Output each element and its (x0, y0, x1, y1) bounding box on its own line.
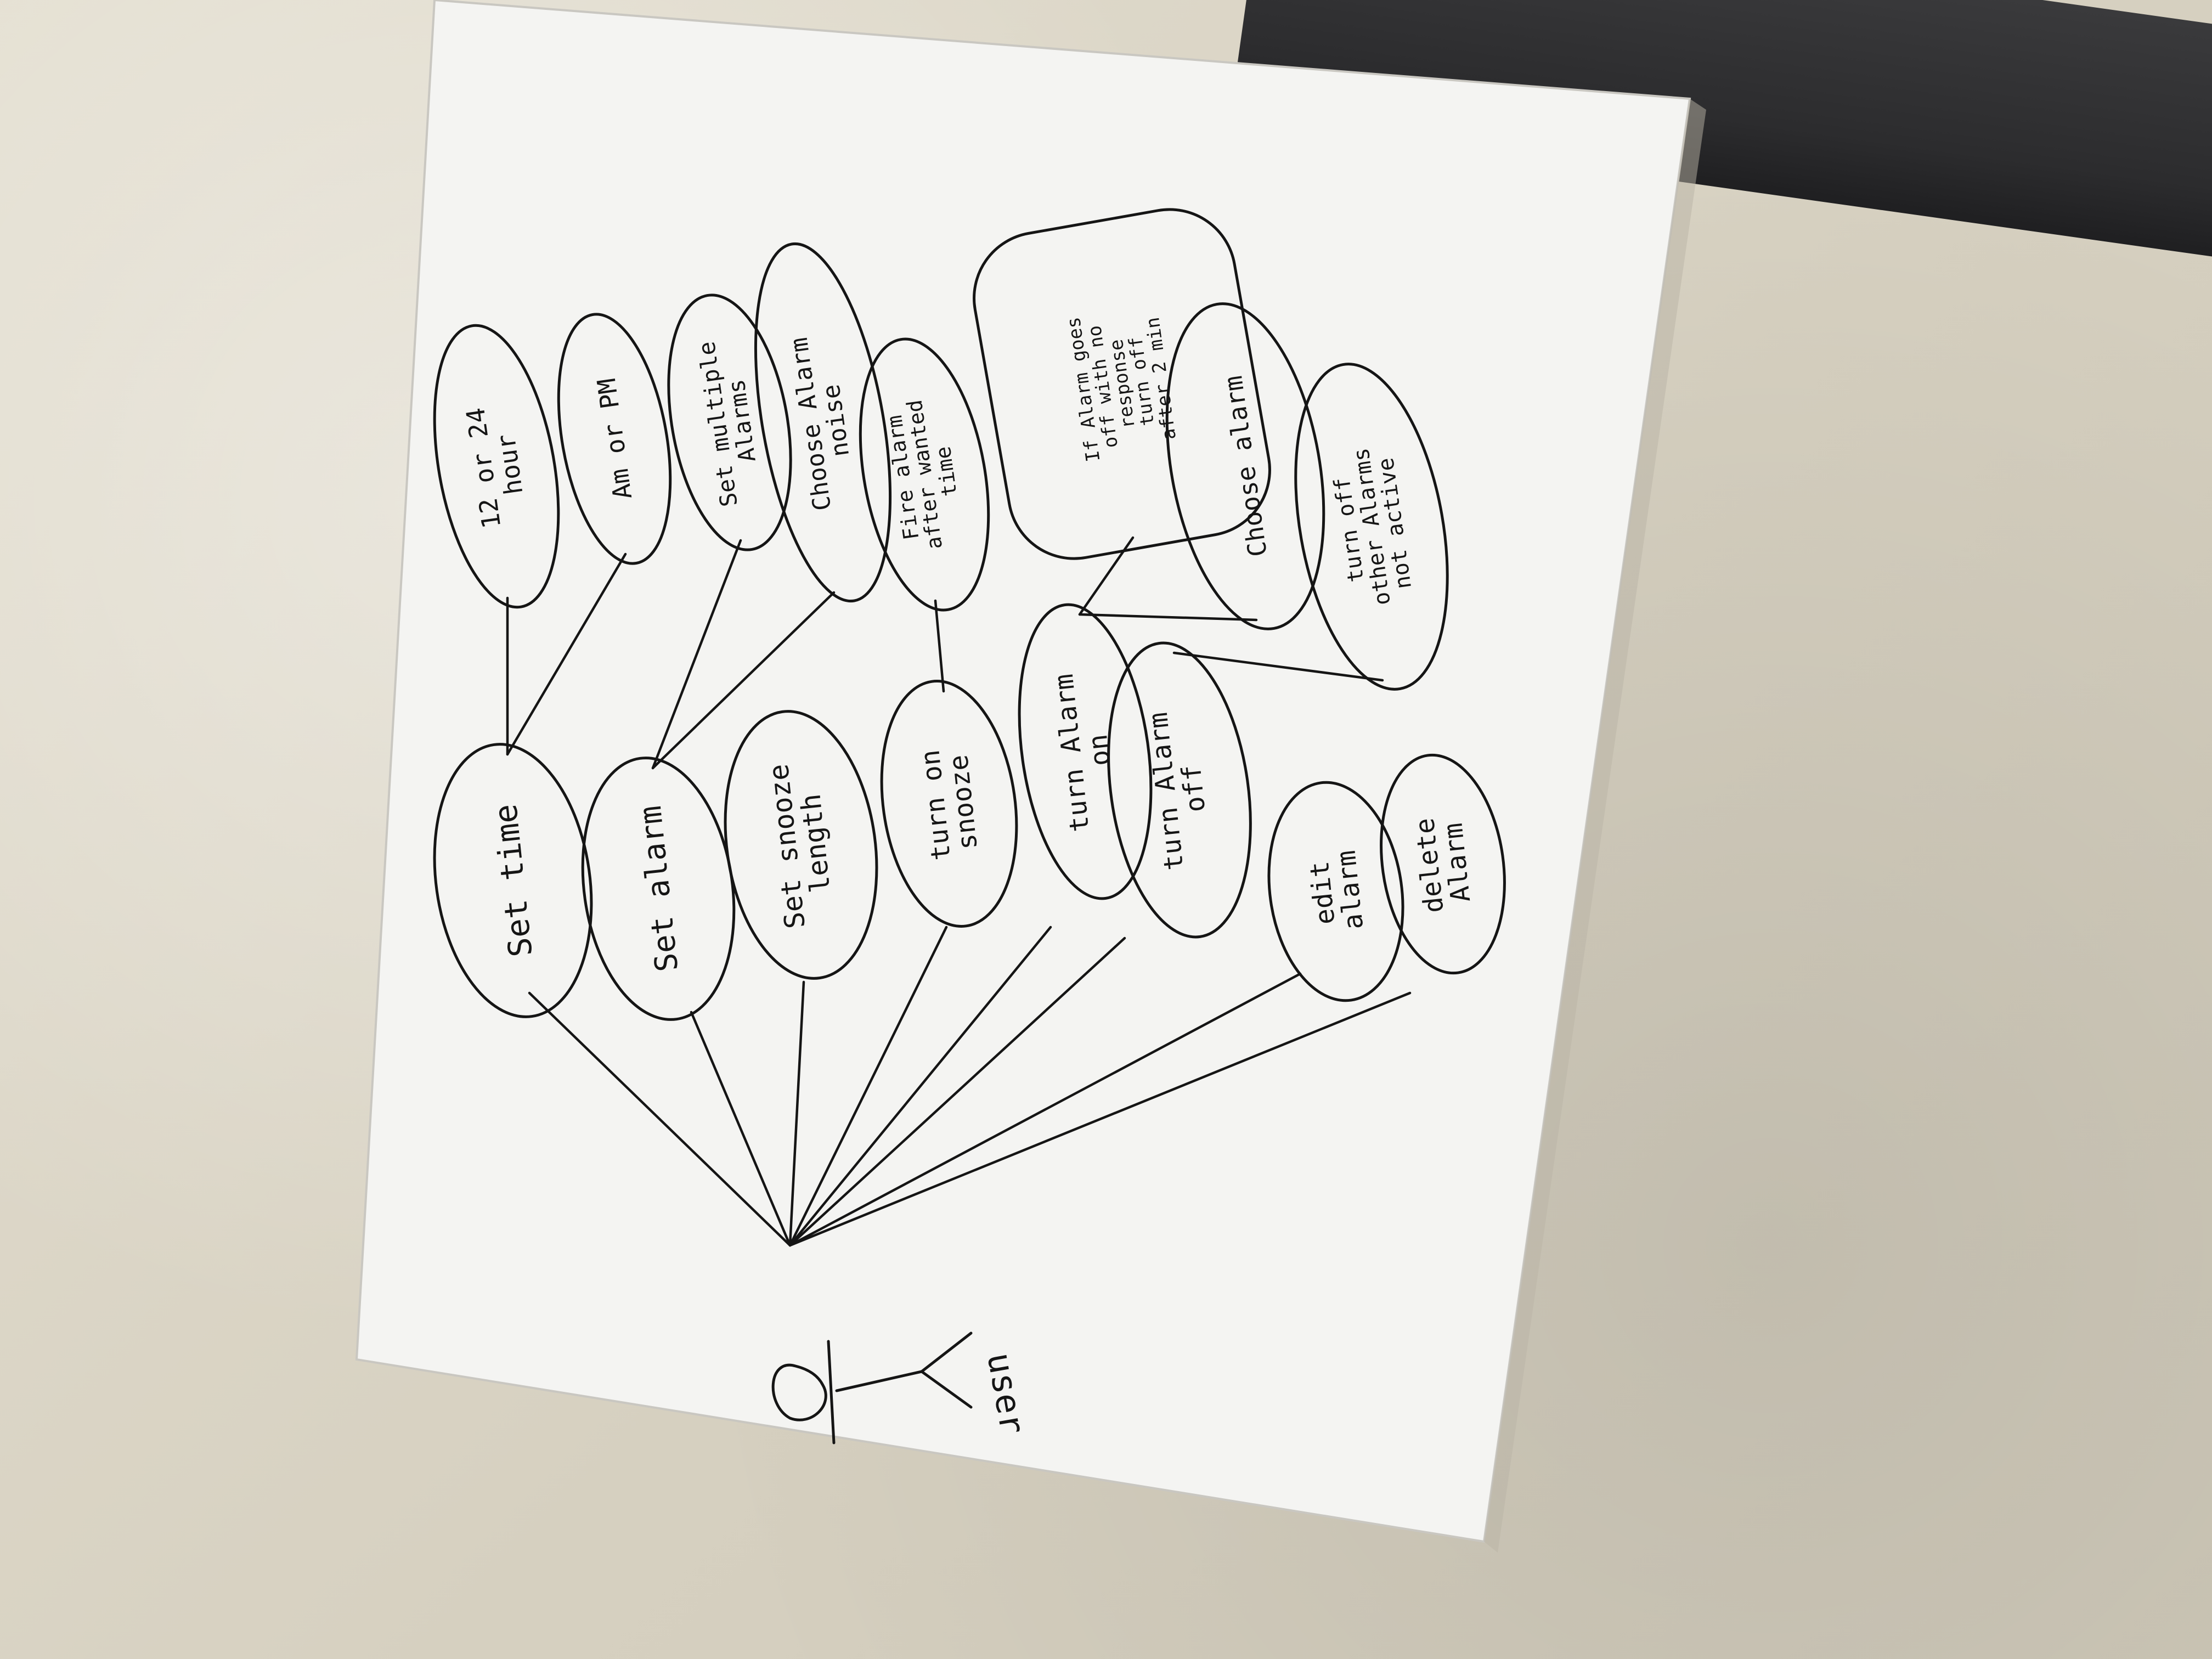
association-set-time (528, 991, 792, 1247)
use-case-delete-alarm-label: deleteAlarm (1409, 814, 1477, 915)
paper-shade (1484, 99, 1706, 1553)
use-case-turn-alarm-on-outline (1018, 603, 1153, 900)
use-case-delete-alarm-outline (1380, 753, 1506, 975)
association-turn-alarm-off (788, 936, 1126, 1247)
extension-choose-alarm-outline (1165, 302, 1325, 630)
extends-am-or-pm (506, 552, 627, 756)
actor-head (771, 1363, 827, 1421)
extension-am-or-pm-outline (557, 313, 672, 565)
association-set-snooze-length (788, 980, 805, 1247)
use-case-set-snooze-length-outline (724, 710, 878, 980)
extension-turn-off-other-alarms-label: turn offother Alarmsnot active (1326, 443, 1419, 610)
use-case-edit-alarm-outline (1267, 781, 1404, 1002)
use-case-set-time-outline (433, 743, 593, 1018)
actor-leg-right (920, 1370, 973, 1409)
association-edit-alarm (788, 972, 1302, 1247)
use-case-turn-on-snooze-label: turn onsnooze (915, 746, 984, 862)
extends-choose-alarm (1078, 613, 1258, 622)
extension-set-multiple-alarms-outline (667, 294, 792, 551)
association-turn-on-snooze (788, 926, 948, 1247)
association-delete-alarm (788, 991, 1412, 1247)
actor-leg-left (920, 1331, 973, 1373)
association-lines (506, 536, 1412, 1247)
use-case-shapes (433, 208, 1506, 1021)
extension-if-alarm-goes-off-outline (973, 208, 1271, 560)
use-case-edit-alarm-label: editalarm (1303, 849, 1369, 934)
association-turn-alarm-on (788, 926, 1052, 1247)
extends-choose-alarm-noise (651, 591, 836, 770)
extension-12-or-24-hour-outline (433, 324, 560, 609)
actor-arms (827, 1340, 836, 1444)
extension-turn-off-other-alarms-outline (1294, 363, 1449, 691)
association-set-alarm (690, 1011, 792, 1247)
use-case-turn-on-snooze-outline (880, 680, 1018, 928)
extends-fire-alarm-after-wanted-time (934, 599, 945, 693)
actor (771, 1331, 973, 1444)
extension-choose-alarm-noise-outline (754, 242, 892, 603)
actor-body (835, 1370, 923, 1392)
extends-turn-off-other-alarms (1172, 651, 1384, 682)
use-case-turn-alarm-off-outline (1107, 641, 1252, 939)
extends-set-multiple-alarms (651, 539, 742, 770)
extension-fire-alarm-after-wanted-time-outline (859, 337, 990, 612)
